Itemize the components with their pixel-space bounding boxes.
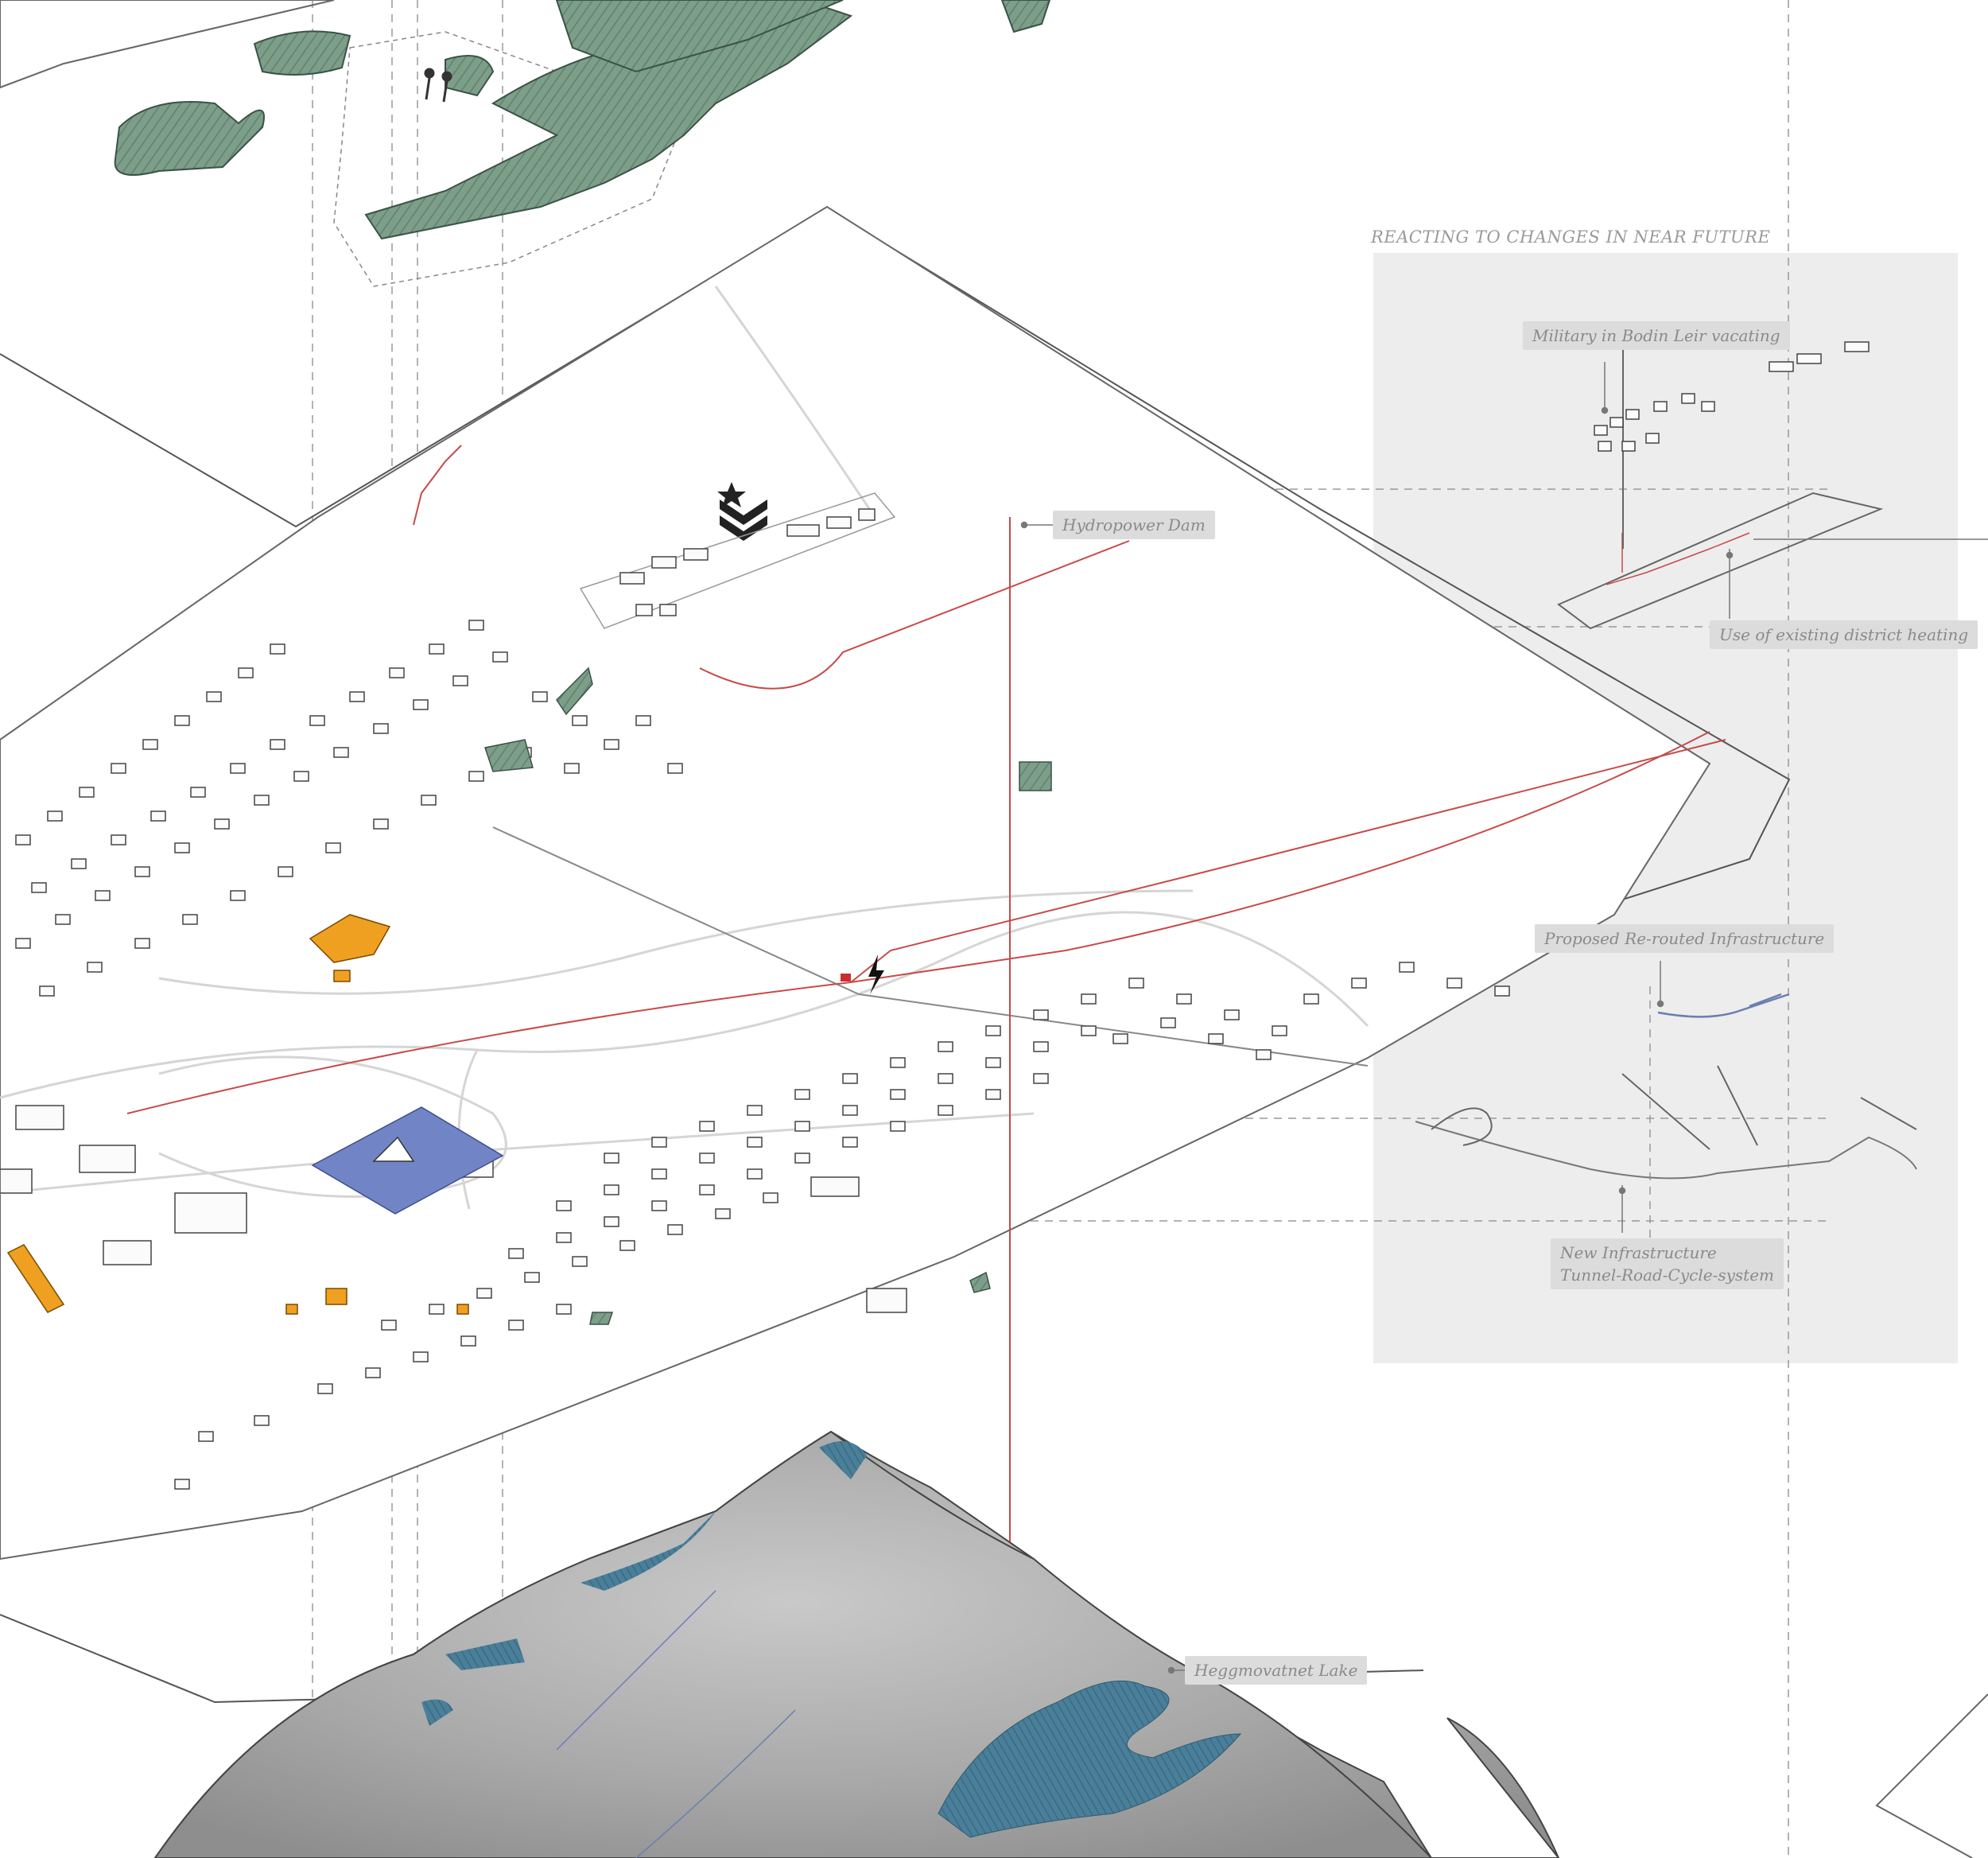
orange-highlights (6, 914, 469, 1315)
green-parks (484, 667, 1052, 1325)
power-station (841, 974, 851, 981)
forest-layer (0, 0, 1051, 287)
hydropower-dam-label: Hydropower Dam (1053, 511, 1215, 539)
building-cluster-west (15, 620, 683, 997)
new-infrastructure-label: New Infrastructure Tunnel-Road-Cycle-sys… (1551, 1238, 1784, 1289)
new-infrastructure-line1: New Infrastructure (1560, 1243, 1717, 1262)
leader-lines (1020, 362, 1988, 1674)
lightning-icon (868, 954, 884, 994)
hikers-icon (424, 68, 452, 103)
heggmovatnet-lake-label: Heggmovatnet Lake (1185, 1656, 1368, 1685)
military-chevron-icon (717, 482, 767, 541)
heggmovatnet-lake (938, 1680, 1242, 1838)
military-relocated-buildings (1594, 341, 1870, 452)
urban-layer-outline (0, 205, 1711, 1561)
rerouted-infrastructure-label: Proposed Re-routed Infrastructure (1535, 924, 1835, 953)
district-heating-label: Use of existing district heating (1710, 620, 1978, 649)
terrain-layer (153, 1430, 1560, 1858)
road-network (0, 286, 1369, 1210)
future-panel-title: REACTING TO CHANGES IN NEAR FUTURE (1371, 227, 1771, 247)
building-cluster-east (174, 962, 1510, 1490)
new-infrastructure-line2: Tunnel-Road-Cycle-system (1560, 1265, 1775, 1285)
blue-site (311, 1106, 504, 1215)
military-base-buildings (619, 508, 876, 616)
military-vacating-label: Military in Bodin Leir vacating (1523, 321, 1790, 350)
